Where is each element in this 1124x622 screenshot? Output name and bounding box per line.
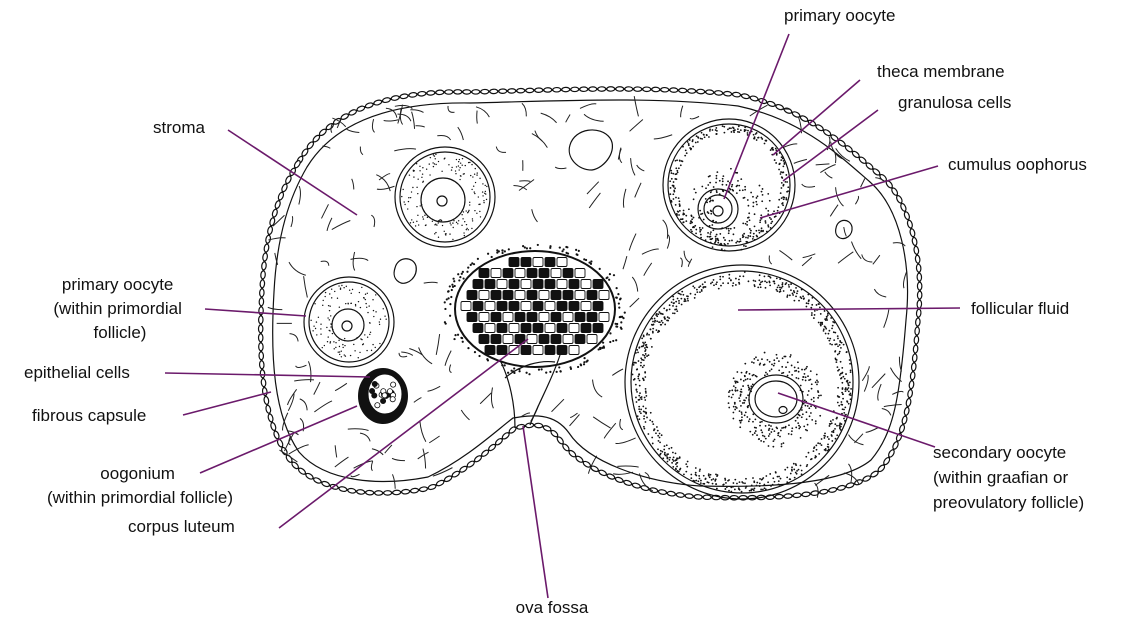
label-fibrous-capsule: fibrous capsule xyxy=(32,406,146,425)
leader-fibrous-capsule xyxy=(183,392,271,415)
leader-oogonium xyxy=(200,406,357,473)
leader-theca-membrane xyxy=(773,80,860,155)
leader-follicular-fluid xyxy=(738,308,960,310)
label-granulosa-cells: granulosa cells xyxy=(898,93,1011,112)
leader-ova-fossa xyxy=(523,426,548,598)
label-primary-oocyte-left: primary oocyte (within primordial follic… xyxy=(53,275,186,342)
primordial-follicle-left xyxy=(304,277,394,367)
label-cumulus-oophorus: cumulus oophorus xyxy=(948,155,1087,174)
label-stroma: stroma xyxy=(153,118,206,137)
label-secondary-oocyte: secondary oocyte (within graafian or pre… xyxy=(933,443,1084,512)
label-follicular-fluid: follicular fluid xyxy=(971,299,1069,318)
leader-granulosa-cells xyxy=(783,110,878,181)
leader-epithelial-cells xyxy=(165,373,370,377)
labels: primary oocyte theca membrane granulosa … xyxy=(24,6,1087,617)
label-epithelial-cells: epithelial cells xyxy=(24,363,130,382)
leader-primary-oocyte-top xyxy=(724,34,789,199)
label-primary-oocyte-top: primary oocyte xyxy=(784,6,895,25)
leader-stroma xyxy=(228,130,357,215)
leader-lines xyxy=(165,34,960,598)
leader-corpus-luteum xyxy=(279,339,528,528)
label-corpus-luteum: corpus luteum xyxy=(128,517,235,536)
label-theca-membrane: theca membrane xyxy=(877,62,1005,81)
label-ova-fossa: ova fossa xyxy=(516,598,589,617)
primary-follicle-top xyxy=(395,147,495,247)
corpus-luteum xyxy=(444,244,626,375)
blood-vessels xyxy=(394,130,852,283)
graafian-follicle xyxy=(625,265,859,499)
leader-primary-oocyte-left xyxy=(205,309,306,316)
